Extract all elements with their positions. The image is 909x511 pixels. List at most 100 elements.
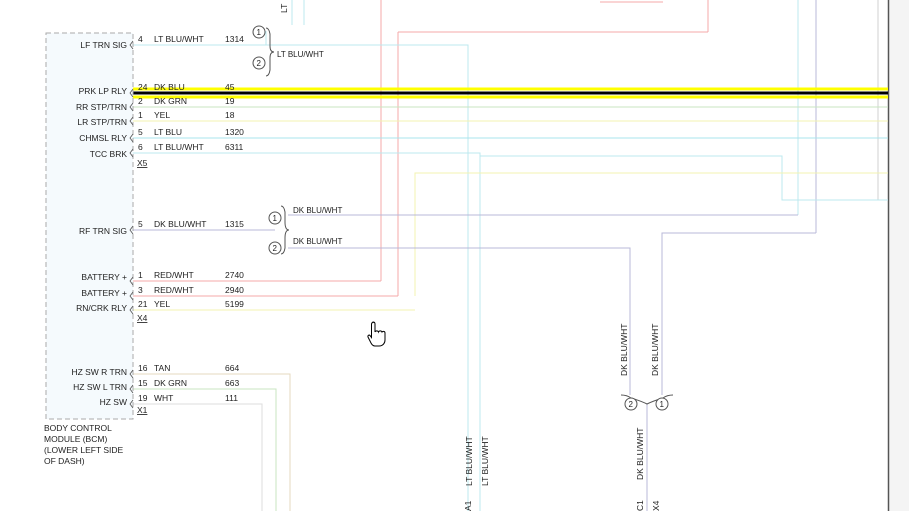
splice-top-circle-2	[252, 56, 266, 70]
pin-circuit-9: 5199	[225, 299, 244, 309]
pin-circuit-11: 663	[225, 378, 239, 388]
splice-right-circle-1	[655, 397, 669, 411]
pin-circuit-4: 1320	[225, 127, 244, 137]
pin-label-10: HZ SW R TRN	[71, 367, 127, 377]
pin-color-12: WHT	[154, 393, 173, 403]
pin-stub-group	[129, 40, 134, 409]
pin-color-4: LT BLU	[154, 127, 182, 137]
vlabel-a1: A1	[463, 500, 473, 511]
pin-stub-8	[129, 291, 134, 301]
wire-tcc-brk	[133, 152, 481, 511]
pin-label-8: BATTERY +	[81, 288, 127, 298]
pin-pin-3: 1	[138, 110, 143, 120]
splice-top-brace	[265, 27, 275, 77]
splice-top-num-1: 1	[257, 28, 262, 37]
pin-color-10: TAN	[154, 363, 170, 373]
module-name-line-4: OF DASH)	[44, 456, 85, 466]
connector-x4: X4	[137, 313, 148, 323]
vlabel-ltbluwht-1: LT BLU/WHT	[464, 436, 474, 486]
connector-x5: X5	[137, 158, 148, 168]
pin-color-5: LT BLU/WHT	[154, 142, 204, 152]
pin-color-0: LT BLU/WHT	[154, 34, 204, 44]
splice-mid: 1 2 DK BLU/WHT DK BLU/WHT	[268, 205, 342, 255]
splice-top: 1 2 LT BLU/WHT	[252, 25, 324, 77]
pin-circuit-12: 111	[225, 393, 238, 403]
wire-tcc-brk-2	[480, 155, 888, 201]
splice-right-num-1: 1	[660, 400, 665, 409]
splice-mid-circle-2	[268, 241, 282, 255]
splice-mid-num-2: 2	[273, 244, 278, 253]
pin-label-3: LR STP/TRN	[77, 117, 127, 127]
wire-hz-sw	[133, 403, 263, 511]
pin-pin-4: 5	[138, 127, 143, 137]
splice-mid-wire-2: DK BLU/WHT	[293, 237, 342, 246]
pin-stub-1	[129, 88, 134, 98]
pin-stub-3	[129, 116, 134, 126]
pin-circuit-8: 2940	[225, 285, 244, 295]
pin-stub-6	[129, 225, 134, 235]
pin-circuit-3: 18	[225, 110, 235, 120]
splice-right: 2 1	[620, 394, 674, 411]
pin-color-8: RED/WHT	[154, 285, 194, 295]
pin-stub-0	[129, 40, 134, 50]
splice-top-num-2: 2	[257, 59, 262, 68]
pin-label-7: BATTERY +	[81, 272, 127, 282]
pin-pin-5: 6	[138, 142, 143, 152]
pin-pin-12: 19	[138, 393, 148, 403]
pin-circuit-10: 664	[225, 363, 239, 373]
pin-pin-10: 16	[138, 363, 148, 373]
module-name-line-1: BODY CONTROL	[44, 423, 112, 433]
pin-pin-9: 21	[138, 299, 148, 309]
module-name-line-3: (LOWER LEFT SIDE	[44, 445, 124, 455]
vlabel-dkbluwht-bottom: DK BLU/WHT	[635, 428, 645, 480]
splice-right-num-2: 2	[629, 400, 634, 409]
pin-label-4: CHMSL RLY	[79, 133, 127, 143]
pin-stub-7	[129, 276, 134, 286]
splice-right-circle-2	[624, 397, 638, 411]
pin-label-11: HZ SW L TRN	[73, 382, 127, 392]
wire-hz-sw-r-trn	[133, 373, 291, 511]
pin-pin-0: 4	[138, 34, 143, 44]
pin-stub-2	[129, 102, 134, 112]
vlabel-dkbluwht-r2: DK BLU/WHT	[650, 324, 660, 376]
wire-dkblu-right	[661, 232, 816, 395]
pin-pin-7: 1	[138, 270, 143, 280]
pin-circuit-0: 1314	[225, 34, 244, 44]
pin-color-9: YEL	[154, 299, 170, 309]
pin-circuit-2: 19	[225, 96, 235, 106]
pin-stub-5	[129, 148, 134, 158]
wire-dkblu-splice-2	[288, 247, 631, 395]
pin-label-2: RR STP/TRN	[76, 102, 127, 112]
pin-color-2: DK GRN	[154, 96, 187, 106]
wire-lf-trn-sig	[133, 44, 469, 511]
splice-top-wire-label: LT BLU/WHT	[277, 50, 324, 59]
wire-yellow-2	[414, 172, 888, 296]
module-name-line-2: MODULE (BCM)	[44, 434, 107, 444]
pin-stub-12	[129, 399, 134, 409]
pin-circuit-1: 45	[225, 82, 235, 92]
pin-stub-9	[129, 305, 134, 315]
hand-cursor-icon	[367, 321, 386, 347]
vlabel-ltbluwht-2: LT BLU/WHT	[480, 436, 490, 486]
pin-color-6: DK BLU/WHT	[154, 219, 206, 229]
pin-pin-2: 2	[138, 96, 143, 106]
pin-color-1: DK BLU	[154, 82, 185, 92]
splice-mid-circle-1	[268, 211, 282, 225]
splice-top-circle-1	[252, 25, 266, 39]
pin-pin-8: 3	[138, 285, 143, 295]
pin-color-7: RED/WHT	[154, 270, 194, 280]
pin-label-1: PRK LP RLY	[79, 86, 128, 96]
pin-label-5: TCC BRK	[90, 149, 128, 159]
pin-color-3: YEL	[154, 110, 170, 120]
connector-x1: X1	[137, 405, 148, 415]
wire-hz-sw-l-trn	[133, 388, 277, 511]
vlabel-c1: C1	[635, 500, 645, 511]
page-right-border	[888, 0, 909, 511]
pin-stub-4	[129, 133, 134, 143]
pin-circuit-5: 6311	[225, 142, 244, 152]
pin-label-6: RF TRN SIG	[79, 226, 127, 236]
pin-stub-11	[129, 384, 134, 394]
splice-right-brace	[620, 394, 674, 405]
